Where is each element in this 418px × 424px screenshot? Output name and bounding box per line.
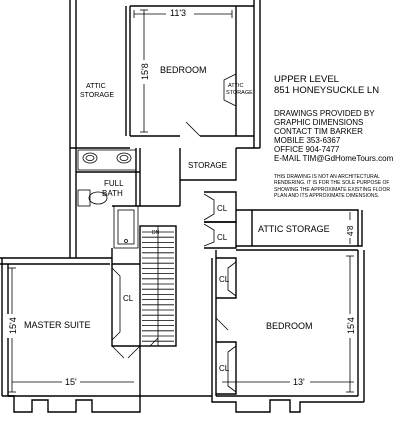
stair-direction-label: DN [152,230,160,236]
credit-line: OFFICE 904-7477 [274,144,340,154]
room-label-bath-1: FULL [104,179,124,188]
credits-block: DRAWINGS PROVIDED BY GRAPHIC DIMENSIONS … [274,109,394,164]
top-wing-walls [69,0,261,149]
room-label-attic-small-1: ATTIC [228,83,244,89]
right-wing-walls [211,209,365,402]
credit-line: GRAPHIC DIMENSIONS [274,117,364,127]
credit-line: E-MAIL TIM@GdHomeTours.com [274,153,394,163]
credit-line: CONTACT TIM BARKER [274,126,363,136]
stair [142,226,174,347]
room-label-master-closet: CL [123,294,134,303]
room-label-bath-2: BATH [102,189,123,198]
dim-bedroom-top-depth: 15'8 [140,63,150,80]
room-label-attic-right: ATTIC STORAGE [258,224,330,234]
dim-bedroom-right-width: 13' [293,377,305,387]
disclaimer-block: THIS DRAWING IS NOT AN ARCHITECTURAL REN… [274,174,416,199]
room-label-attic-left-2: STORAGE [80,92,114,99]
disclaimer-line: RENDERING. IT IS FOR THE SOLE PURPOSE OF [274,180,390,187]
room-labels: BEDROOM ATTIC STORAGE ATTIC STORAGE STOR… [24,65,330,373]
bath-fixtures [77,149,139,249]
credit-line: DRAWINGS PROVIDED BY [274,109,375,118]
address-title: 851 HONEYSUCKLE LN [274,84,380,96]
room-label-bedroom-right: BEDROOM [266,321,313,331]
room-label-bedroom-top: BEDROOM [160,65,207,75]
dim-attic-right-depth: 4'8 [346,225,355,236]
dimension-labels: 11'3 15'8 4'8 15'4 15' 13' 15'4 [7,7,356,387]
room-label-master: MASTER SUITE [24,320,91,330]
level-title: UPPER LEVEL [274,74,339,85]
core-walls [69,147,260,347]
disclaimer-line: THIS DRAWING IS NOT AN ARCHITECTURAL [274,174,380,180]
room-label-closet-3: CL [219,275,230,284]
room-label-attic-left-1: ATTIC [86,83,106,90]
room-label-attic-small-2: STORAGE [226,90,253,96]
title-block: UPPER LEVEL 851 HONEYSUCKLE LN [274,74,380,96]
room-label-closet-4: CL [219,364,230,373]
room-label-storage: STORAGE [188,161,227,170]
credit-line: MOBILE 353-6367 [274,135,341,145]
room-label-closet-1: CL [217,204,228,213]
dim-bedroom-right-depth: 15'4 [346,317,356,334]
dim-bedroom-top-width: 11'3 [170,8,186,18]
dim-master-width: 15' [65,377,77,387]
room-label-closet-2: CL [217,233,228,242]
disclaimer-line: PLAN AND ITS APPROXIMATE DIMENSIONS. [274,192,380,199]
dormer-outline [2,395,364,413]
disclaimer-line: SHOWING THE APPROXIMATE EXISTING FLOOR [274,186,390,193]
dim-master-depth: 15'4 [8,317,18,334]
